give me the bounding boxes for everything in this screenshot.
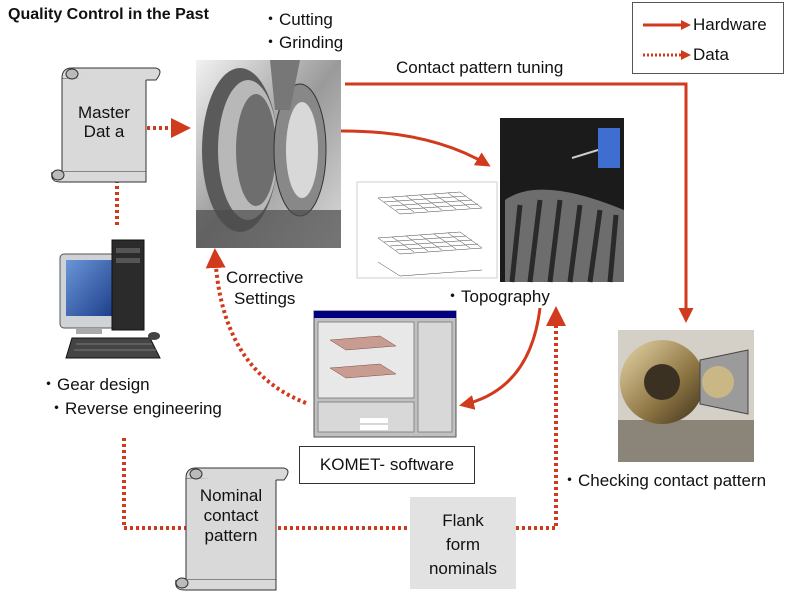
- komet-software-window: [313, 310, 457, 438]
- topography-label: ・Topography: [444, 287, 550, 306]
- cutting-machine-image: [196, 60, 341, 248]
- legend-solid-arrow-icon: [643, 20, 691, 30]
- computer-icon: [59, 239, 161, 359]
- corrective-label-line2: Settings: [234, 289, 296, 308]
- cutting-label: ・Cutting: [262, 10, 333, 29]
- arrow-corrective-settings: [205, 248, 307, 405]
- flank-line1: Flank: [442, 511, 484, 530]
- grinding-label: ・Grinding: [262, 33, 344, 52]
- contact-tuning-label: Contact pattern tuning: [396, 58, 564, 77]
- komet-software-label: KOMET- software: [299, 446, 475, 484]
- arrow-flank-to-topography: [516, 306, 566, 530]
- flank-form-box: Flank form nominals: [410, 497, 516, 589]
- legend-hardware: Hardware: [633, 13, 783, 37]
- flank-line3: nominals: [428, 559, 498, 578]
- nominal-line3: pattern: [204, 526, 258, 545]
- master-data-scroll: [51, 67, 161, 183]
- nominal-line2: contact: [203, 506, 259, 525]
- legend: Hardware Data: [632, 2, 784, 74]
- checking-contact-label: ・Checking contact pattern: [561, 471, 767, 490]
- nominal-line1: Nominal: [199, 486, 263, 505]
- contact-pattern-machine-image: [618, 330, 754, 462]
- topography-chart-image: [356, 181, 498, 279]
- flank-line2: form: [446, 535, 480, 554]
- master-data-line1: Master: [78, 103, 130, 122]
- reverse-engineering-label: ・Reverse engineering: [48, 399, 222, 418]
- arrow-topography-to-komet: [459, 307, 542, 410]
- arrow-contact-tuning: [345, 82, 694, 323]
- arrow-machine-to-topography: [337, 129, 491, 167]
- nominal-contact-scroll: [175, 467, 289, 591]
- diagram-title: Quality Control in the Past: [8, 6, 209, 23]
- master-data-line2: Dat a: [83, 122, 125, 141]
- legend-hardware-label: Hardware: [693, 15, 767, 34]
- corrective-label-line1: Corrective: [226, 268, 304, 287]
- measuring-machine-image: [500, 118, 624, 283]
- gear-design-label: ・Gear design: [40, 375, 150, 394]
- legend-data: Data: [633, 43, 783, 67]
- legend-dotted-arrow-icon: [643, 50, 691, 60]
- legend-data-label: Data: [693, 45, 729, 64]
- line-bottom-loop-left: [122, 438, 186, 530]
